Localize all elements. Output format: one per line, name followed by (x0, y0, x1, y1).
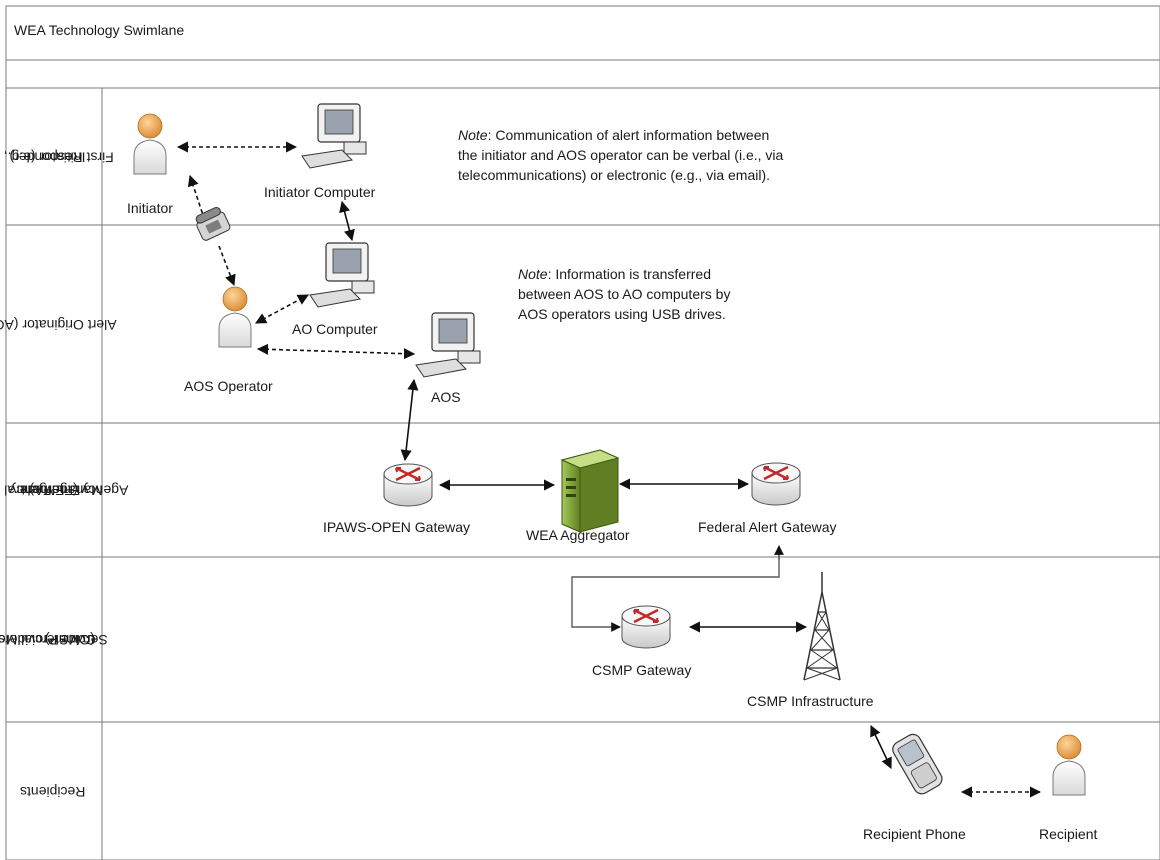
mobile-phone-icon (892, 733, 943, 795)
router-icon (751, 462, 801, 506)
diagram-title: WEA Technology Swimlane (14, 22, 185, 38)
edge-operator-aocomp (255, 294, 309, 324)
node-label-aos-operator: AOS Operator (184, 378, 273, 394)
note-text: telecommunications) or electronic (e.g.,… (458, 167, 771, 183)
person-icon (218, 286, 252, 348)
note-text: : Communication of alert information bet… (487, 127, 770, 143)
edge-infra-phone (870, 724, 892, 770)
router-icon (383, 463, 433, 507)
person-icon (133, 113, 167, 175)
computer-icon (415, 312, 481, 378)
lane-label-line: (CMSP) (45, 632, 95, 648)
node-label-federal-alert-gateway: Federal Alert Gateway (698, 519, 837, 535)
node-label-recipient-phone: Recipient Phone (863, 826, 966, 842)
node-label-ipaws-gateway: IPAWS-OPEN Gateway (323, 519, 471, 535)
lane-label-line: First Responder) (9, 149, 114, 165)
lane-label-initiator: Initiator (e.g.,First Responder) (4, 88, 114, 225)
note-prefix: Note (518, 266, 548, 282)
computer-icon (309, 242, 375, 308)
server-icon (560, 449, 620, 533)
node-label-csmp-infrastructure: CSMP Infrastructure (747, 693, 874, 709)
note-text: between AOS to AO computers by (518, 286, 731, 302)
lane-label-line: Alert Originator (AO) (0, 316, 117, 333)
node-label-recipient: Recipient (1039, 826, 1098, 842)
note-prefix: Note (458, 127, 488, 143)
note-usb-transfer: Note: Information is transferred between… (518, 264, 730, 324)
cell-tower-icon (803, 572, 841, 681)
router-icon (621, 605, 671, 649)
node-label-aos: AOS (431, 389, 461, 405)
outer-frame (5, 5, 1160, 860)
edge-operator-aos (256, 343, 416, 360)
computer-icon (301, 103, 367, 169)
node-label-ao-computer: AO Computer (292, 321, 378, 337)
note-text: AOS operators using USB drives. (518, 306, 726, 322)
edge-initcomp-aocomp (339, 200, 355, 242)
node-label-wea-aggregator: WEA Aggregator (526, 527, 630, 543)
node-label-initiator-computer: Initiator Computer (264, 184, 376, 200)
node-label-initiator: Initiator (127, 200, 173, 216)
edge-aos-ipaws (400, 378, 419, 462)
node-label-csmp-gateway: CSMP Gateway (592, 662, 692, 678)
lane-label-line: Agency (FEMA) (29, 482, 128, 499)
note-communication: Note: Communication of alert information… (458, 125, 783, 185)
note-text: : Information is transferred (547, 266, 711, 282)
edge-fag-csmp (571, 547, 780, 632)
lane-label-recipients: Recipients (8, 722, 98, 860)
lane-label-cmsp: Commercial MobileService Providers(CMSP) (0, 557, 108, 722)
note-text: the initiator and AOS operator can be ve… (458, 147, 784, 163)
lane-label-line: Recipients (20, 783, 86, 800)
lane-label-ao: Alert Originator (AO) (0, 225, 117, 423)
edge-initiator-phone (187, 174, 205, 219)
person-icon (1052, 734, 1086, 796)
edge-phone-operator (218, 245, 236, 287)
telephone-icon (195, 206, 231, 241)
